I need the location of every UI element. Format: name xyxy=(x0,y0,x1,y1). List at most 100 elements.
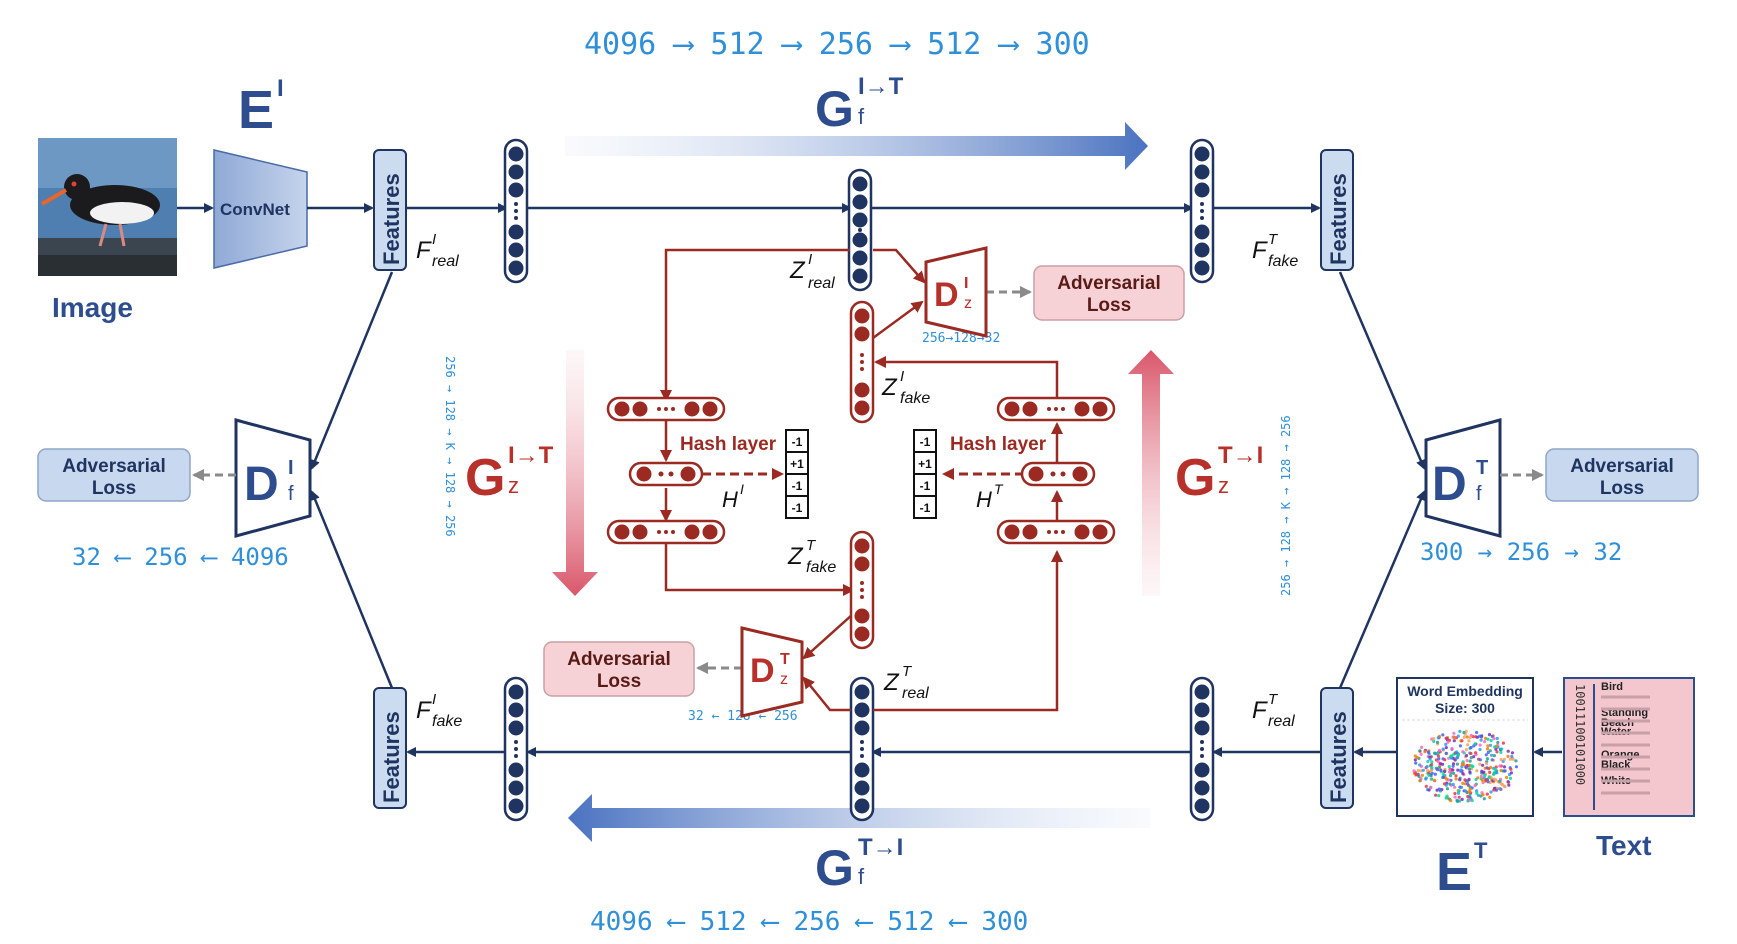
annotation-df-image: 32 ⟵ 256 ⟵ 4096 xyxy=(72,543,289,571)
svg-text:I: I xyxy=(740,481,744,497)
neuron-column-z-text-fake xyxy=(851,532,873,648)
svg-text:z: z xyxy=(1218,473,1229,498)
svg-text:Size: 300: Size: 300 xyxy=(1435,700,1495,716)
bird-image xyxy=(38,138,177,276)
svg-text:Adversarial: Adversarial xyxy=(62,456,166,477)
convnet-block: ConvNet xyxy=(214,150,307,268)
edge-real-features-to-df-text xyxy=(1340,492,1424,688)
svg-text:T→I: T→I xyxy=(1218,442,1263,469)
svg-text:-1: -1 xyxy=(920,501,931,515)
svg-text:G: G xyxy=(1175,449,1215,507)
text-label: Text xyxy=(1596,830,1652,861)
svg-text:T→I: T→I xyxy=(858,834,903,861)
neuron-column-z-text-real xyxy=(851,678,873,820)
hash-code-vector-image: -1+1-1-1 xyxy=(786,430,808,518)
svg-text:fake: fake xyxy=(432,713,462,730)
encoder-row-text-latent xyxy=(998,521,1114,543)
svg-text:Features: Features xyxy=(379,711,404,803)
t2i-latent-direction-arrow xyxy=(1128,350,1174,596)
edge-z-text-real-to-encoder xyxy=(873,552,1057,710)
svg-text:G: G xyxy=(815,840,854,896)
svg-text:F: F xyxy=(416,697,432,724)
svg-text:G: G xyxy=(815,81,854,137)
svg-text:Loss: Loss xyxy=(1087,295,1131,316)
svg-text:F: F xyxy=(416,237,432,264)
label-z-image-fake: Z I fake xyxy=(881,368,930,407)
edge-real-features-to-df-image xyxy=(312,272,392,468)
hash-layer-label-text: Hash layer xyxy=(950,434,1047,455)
neuron-column-z-image-real xyxy=(849,170,871,290)
i2t-latent-direction-arrow xyxy=(552,350,598,596)
encoder-text-title: E T xyxy=(1436,838,1488,902)
neuron-column-text-input xyxy=(1191,678,1213,820)
discriminator-z-image: D I z xyxy=(926,248,986,336)
edge-z-text-real-to-dz xyxy=(804,678,851,710)
svg-text:D: D xyxy=(750,652,775,690)
adversarial-loss-dz-image: Adversarial Loss xyxy=(1034,266,1184,320)
svg-text:-1: -1 xyxy=(792,479,803,493)
svg-text:Z: Z xyxy=(787,543,804,570)
discriminator-f-image: D I f xyxy=(236,420,310,536)
text-features-real: Features xyxy=(1321,688,1353,808)
generator-f-i2t-title: G I→T f xyxy=(815,73,904,137)
adversarial-loss-df-image: Adversarial Loss xyxy=(38,449,190,501)
svg-text:I: I xyxy=(900,368,904,385)
annotation-gz-t2i: 256 → 128 → K → 128 → 256 xyxy=(1279,415,1293,596)
svg-text:H: H xyxy=(722,487,738,512)
image-features-fake: Features xyxy=(374,688,406,808)
neuron-column-image-input xyxy=(505,140,527,282)
svg-text:fake: fake xyxy=(1268,253,1298,270)
annotation-df-text: 300 → 256 → 32 xyxy=(1420,538,1622,566)
i2t-feature-direction-arrow xyxy=(565,122,1148,170)
svg-text:Features: Features xyxy=(379,173,404,265)
svg-text:ConvNet: ConvNet xyxy=(220,200,290,219)
generator-f-t2i-title: G T→I f xyxy=(815,834,903,896)
svg-text:-1: -1 xyxy=(792,501,803,515)
svg-text:Loss: Loss xyxy=(597,671,641,692)
annotation-bottom: 4096 ⟵ 512 ⟵ 256 ⟵ 512 ⟵ 300 xyxy=(590,907,1028,937)
svg-text:T: T xyxy=(806,537,817,554)
svg-text:T: T xyxy=(994,481,1004,497)
svg-text:H: H xyxy=(976,487,992,512)
svg-text:z: z xyxy=(964,295,972,312)
label-f-image-fake: F I fake xyxy=(416,691,462,730)
svg-text:Adversarial: Adversarial xyxy=(1057,273,1161,294)
svg-text:I→T: I→T xyxy=(858,73,904,100)
svg-text:Features: Features xyxy=(1326,173,1351,265)
label-z-image-real: Z I real xyxy=(789,251,835,292)
svg-text:Adversarial: Adversarial xyxy=(1570,456,1674,477)
label-f-image-real: F I real xyxy=(416,231,459,270)
edge-fake-features-to-df-image xyxy=(312,492,392,688)
svg-text:real: real xyxy=(1268,713,1295,730)
svg-text:F: F xyxy=(1252,697,1268,724)
svg-text:Adversarial: Adversarial xyxy=(567,649,671,670)
svg-text:D: D xyxy=(934,276,959,314)
hash-row-text xyxy=(1022,463,1094,485)
discriminator-f-text: D T f xyxy=(1426,420,1500,536)
neuron-column-image-fake xyxy=(505,678,527,820)
generator-z-t2i-title: G T→I z xyxy=(1175,442,1263,507)
neuron-column-text-fake xyxy=(1191,140,1213,282)
hash-layer-label-image: Hash layer xyxy=(680,434,777,455)
svg-text:G: G xyxy=(465,449,505,507)
discriminator-z-text: D T z xyxy=(742,628,802,716)
svg-text:T: T xyxy=(780,651,790,668)
word-embedding-panel: Word Embedding Size: 300 xyxy=(1397,678,1533,816)
text-features-fake: Features xyxy=(1321,150,1353,270)
adversarial-loss-dz-text: Adversarial Loss xyxy=(544,642,694,696)
svg-text:T: T xyxy=(1268,691,1279,708)
svg-text:T: T xyxy=(902,663,913,680)
hash-code-label-image: H I xyxy=(722,481,744,512)
svg-text:I: I xyxy=(288,457,294,479)
decoder-row-text-latent xyxy=(998,398,1114,420)
svg-text:T: T xyxy=(1476,457,1488,479)
hash-code-vector-text: -1+1-1-1 xyxy=(914,430,936,518)
svg-text:+1: +1 xyxy=(790,457,804,471)
svg-text:z: z xyxy=(508,473,519,498)
label-f-text-real: F T real xyxy=(1252,691,1295,730)
svg-text:-1: -1 xyxy=(920,435,931,449)
edge-fake-features-to-df-text xyxy=(1340,272,1424,468)
text-document: 10011100101000 BirdStandingBeachWaterOra… xyxy=(1564,678,1694,816)
generator-z-i2t-title: G I→T z xyxy=(465,442,554,507)
label-z-text-fake: Z T fake xyxy=(787,537,836,576)
